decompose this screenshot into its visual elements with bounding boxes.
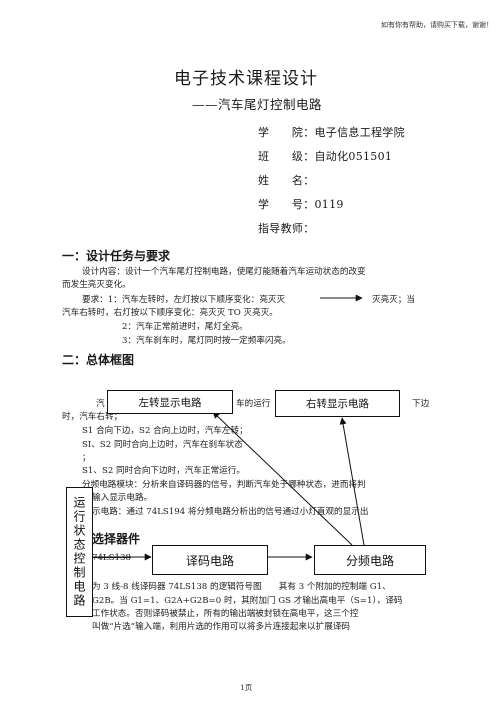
state-control-block: 运行状态控制电路: [66, 487, 93, 617]
info-row: 学 院：电子信息工程学院: [258, 124, 405, 140]
section1-req1-tail: 灭亮灭；当: [372, 295, 415, 305]
info-row: 姓 名：: [258, 172, 315, 188]
section2-line: 输入显示电路。: [92, 493, 153, 503]
divider-block: 分频电路: [314, 545, 426, 575]
section2-line: 分频电路模块：分析来自译码器的信号，判断汽车处于哪种状态，进而将判: [82, 480, 366, 490]
info-label: 姓 名：: [258, 174, 315, 187]
page-number: 1页: [240, 683, 253, 692]
info-value: 电子信息工程学院: [314, 126, 405, 139]
section3-line: 叫做“片选”输入端，利用片选的作用可以将多片连接起来以扩展译码: [92, 622, 351, 632]
info-row: 学 号：0119: [258, 196, 344, 212]
info-value: 自动化051501: [314, 150, 393, 163]
state-control-label: 运行状态控制电路: [72, 496, 86, 608]
arrow-divider-to-right-display: [339, 417, 365, 546]
section1-req1-line2: 汽车右转时，右灯按以下顺序变化：亮灭灭 TO 灭亮灭。: [62, 308, 278, 318]
section2-line: S1、S2 同时合向下边时，汽车正常运行。: [82, 466, 245, 476]
header-note: 如有你有帮助，请购买下载，谢谢！: [381, 21, 493, 29]
info-value: 0119: [314, 198, 344, 211]
section2-fragment: 车的运行: [236, 399, 271, 409]
right-display-block: 右转显示电路: [275, 390, 400, 417]
section2-fragment: 下边: [412, 399, 430, 409]
decoder-block: 译码电路: [152, 545, 268, 575]
info-row: 指导教师：: [258, 220, 315, 236]
document-subtitle: ——汽车尾灯控制电路: [192, 97, 323, 112]
section3-line: 工作状态。否则译码被禁止，所有的输出端被封锁在高电平，这三个控: [92, 609, 359, 619]
section2-heading: 二：总体框图: [62, 353, 135, 367]
section1-heading: 一：设计任务与要求: [62, 249, 171, 263]
section2-line: 时，汽车右转；: [62, 412, 123, 422]
section2-line: SI、S2 同时合向上边时，汽车在刹车状态: [82, 440, 243, 450]
info-label: 学 号：: [258, 198, 315, 211]
section2-line: 示电路：通过 74LS194 将分频电路分析出的信号通过小灯直观的显示出: [92, 507, 369, 517]
arrow-divider-to-left-display: [212, 411, 353, 546]
section1-req3: 3：汽车刹车时，尾灯同时按一定频率闪亮。: [122, 336, 291, 346]
section1-content-line: 而发生亮灭变化。: [62, 280, 131, 290]
section3-line: 为 3 线-8 线译码器 74LS138 的逻辑符号图 其有 3 个附加的控制端…: [92, 582, 391, 592]
section1-req2: 2：汽车正常前进时，尾灯全亮。: [122, 322, 248, 332]
info-label: 指导教师：: [258, 222, 315, 235]
section3-line: G2B。当 G1=1、G2A+G2B=0 时，其附加门 GS 才输出高电平（S=…: [92, 596, 403, 606]
info-row: 班 级：自动化051501: [258, 148, 392, 164]
section1-req1: 要求：1：汽车左转时，左灯按以下顺序变化：亮灭灭: [82, 295, 286, 305]
section3-heading: 选择器件: [92, 532, 141, 546]
section3-chip: 74LS138: [92, 553, 131, 563]
document-title: 电子技术课程设计: [174, 69, 318, 89]
info-label: 班 级：: [258, 150, 315, 163]
section2-line: 汽: [96, 399, 105, 409]
section2-line: ；: [82, 453, 91, 463]
section1-content-line: 设计内容：设计一个汽车尾灯控制电路，使尾灯能随着汽车运动状态的改变: [82, 267, 366, 277]
section2-line: S1 合向下边，S2 合向上边时，汽车左转；: [82, 426, 248, 436]
info-label: 学 院：: [258, 126, 315, 139]
left-display-block: 左转显示电路: [107, 390, 233, 414]
